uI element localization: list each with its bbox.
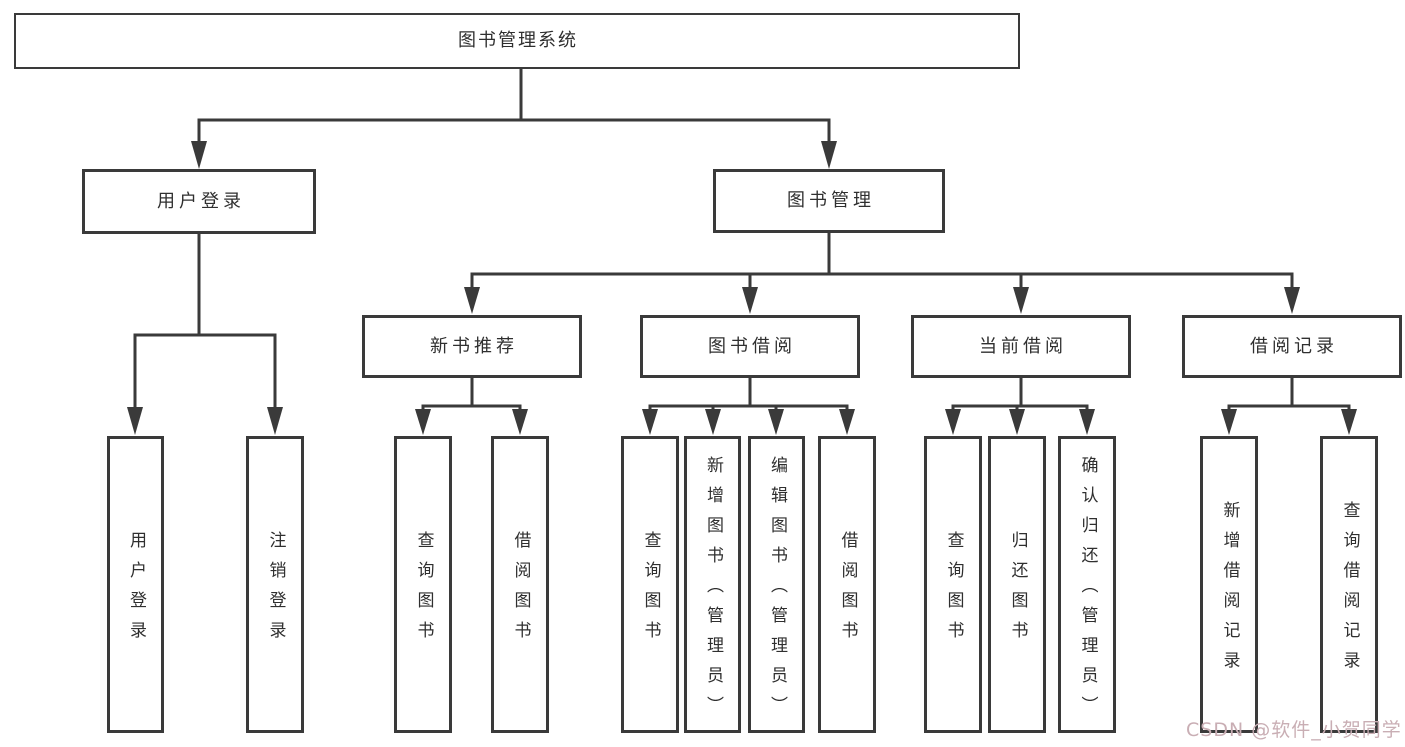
leaf-add-book-admin-label: 新增图书（管理员）: [703, 456, 723, 726]
leaf-add-borrow-record: 新增借阅记录: [1200, 436, 1258, 733]
leaf-query-borrow-record: 查询借阅记录: [1320, 436, 1378, 733]
node-current-borrow: 当前借阅: [911, 315, 1131, 378]
node-book-borrow: 图书借阅: [640, 315, 860, 378]
node-new-book-recommend: 新书推荐: [362, 315, 582, 378]
leaf-query-books-borrow-label: 查询图书: [640, 531, 661, 651]
leaf-confirm-return-admin: 确认归还（管理员）: [1058, 436, 1116, 733]
edge-current-borrow-to-leaves: [945, 375, 1095, 435]
leaf-logout-label: 注销登录: [265, 531, 286, 651]
leaf-query-books-recommend-label: 查询图书: [413, 531, 434, 651]
leaf-confirm-return-admin-label: 确认归还（管理员）: [1077, 456, 1098, 726]
node-user-login: 用户登录: [82, 169, 316, 234]
leaf-query-books-current: 查询图书: [924, 436, 982, 733]
edge-new-book-recommend-to-leaves: [415, 375, 528, 435]
edge-root-to-level2: [191, 66, 837, 169]
leaf-borrow-books-label: 借阅图书: [837, 531, 858, 651]
node-root-library-management-system: 图书管理系统: [14, 13, 1020, 69]
leaf-user-login: 用户登录: [107, 436, 164, 733]
node-book-management: 图书管理: [713, 169, 945, 233]
leaf-borrow-books-recommend: 借阅图书: [491, 436, 549, 733]
edge-book-borrow-to-leaves: [642, 375, 855, 435]
edge-book-management-to-level3: [464, 230, 1300, 314]
edge-borrow-records-to-leaves: [1221, 375, 1357, 435]
leaf-borrow-books: 借阅图书: [818, 436, 876, 733]
csdn-watermark: CSDN @软件_小贺同学: [1186, 719, 1402, 741]
leaf-user-login-label: 用户登录: [126, 531, 146, 651]
leaf-logout: 注销登录: [246, 436, 304, 733]
leaf-return-book: 归还图书: [988, 436, 1046, 733]
leaf-edit-book-admin: 编辑图书（管理员）: [748, 436, 805, 733]
leaf-query-books-current-label: 查询图书: [943, 531, 964, 651]
leaf-return-book-label: 归还图书: [1007, 531, 1028, 651]
leaf-add-borrow-record-label: 新增借阅记录: [1219, 501, 1240, 681]
leaf-edit-book-admin-label: 编辑图书（管理员）: [767, 456, 787, 726]
leaf-add-book-admin: 新增图书（管理员）: [684, 436, 741, 733]
leaf-query-borrow-record-label: 查询借阅记录: [1339, 501, 1360, 681]
leaf-query-books-recommend: 查询图书: [394, 436, 452, 733]
leaf-query-books-borrow: 查询图书: [621, 436, 679, 733]
node-borrow-records: 借阅记录: [1182, 315, 1402, 378]
leaf-borrow-books-recommend-label: 借阅图书: [510, 531, 531, 651]
edge-user-login-to-leaves: [127, 231, 283, 435]
